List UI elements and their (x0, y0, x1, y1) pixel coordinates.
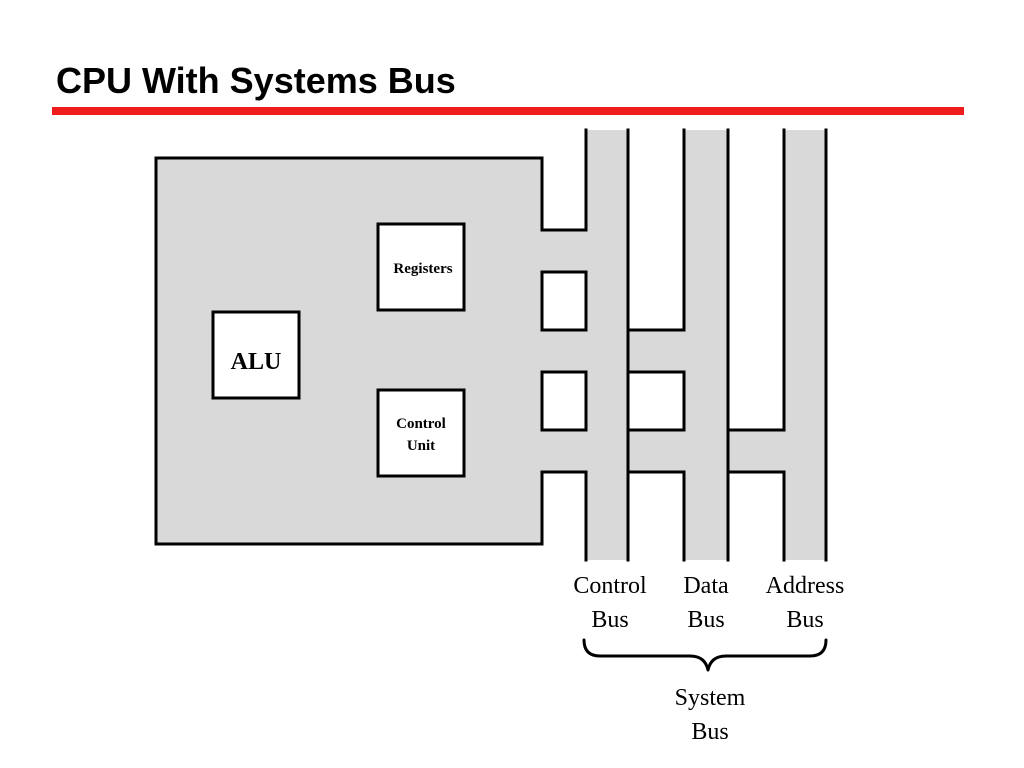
control-unit-box (376, 388, 466, 478)
control-bus-left-line (540, 128, 588, 232)
connector-1-fill (542, 230, 586, 272)
system-bus-label-line2: Bus (691, 719, 728, 745)
control-bus-left-line-2 (540, 270, 588, 332)
data-bus-fill (684, 130, 728, 560)
slide-title: CPU With Systems Bus (56, 60, 456, 101)
data-bus-label-line1: Data (683, 573, 729, 599)
connector-2-fill (542, 330, 684, 372)
data-bus-left-line-top (626, 128, 686, 332)
registers-label: Registers (393, 261, 452, 277)
cpu-box-outline (154, 156, 544, 546)
alu-box (211, 310, 301, 400)
data-bus-label-line2: Bus (687, 607, 724, 633)
system-bus-brace (582, 638, 828, 672)
address-bus-left-line-top (726, 128, 786, 432)
registers-box (376, 222, 466, 312)
control-unit-label-line2: Unit (407, 438, 435, 454)
control-unit-label-line1: Control (396, 416, 446, 432)
data-bus-left-line-mid (626, 370, 686, 432)
title-divider (52, 107, 964, 115)
alu-label: ALU (231, 349, 282, 375)
address-bus-label-line1: Address (766, 573, 845, 599)
address-bus-fill (784, 130, 826, 560)
control-bus-label-line1: Control (573, 573, 647, 599)
control-bus-left-line-4 (540, 470, 588, 562)
connector-3-fill (542, 430, 784, 472)
data-bus-left-line-bot (626, 470, 686, 562)
control-bus-label-line2: Bus (591, 607, 628, 633)
system-bus-label-line1: System (675, 685, 746, 711)
address-bus-left-line-bot (726, 470, 786, 562)
address-bus-label-line2: Bus (786, 607, 823, 633)
control-bus-left-line-3 (540, 370, 588, 432)
